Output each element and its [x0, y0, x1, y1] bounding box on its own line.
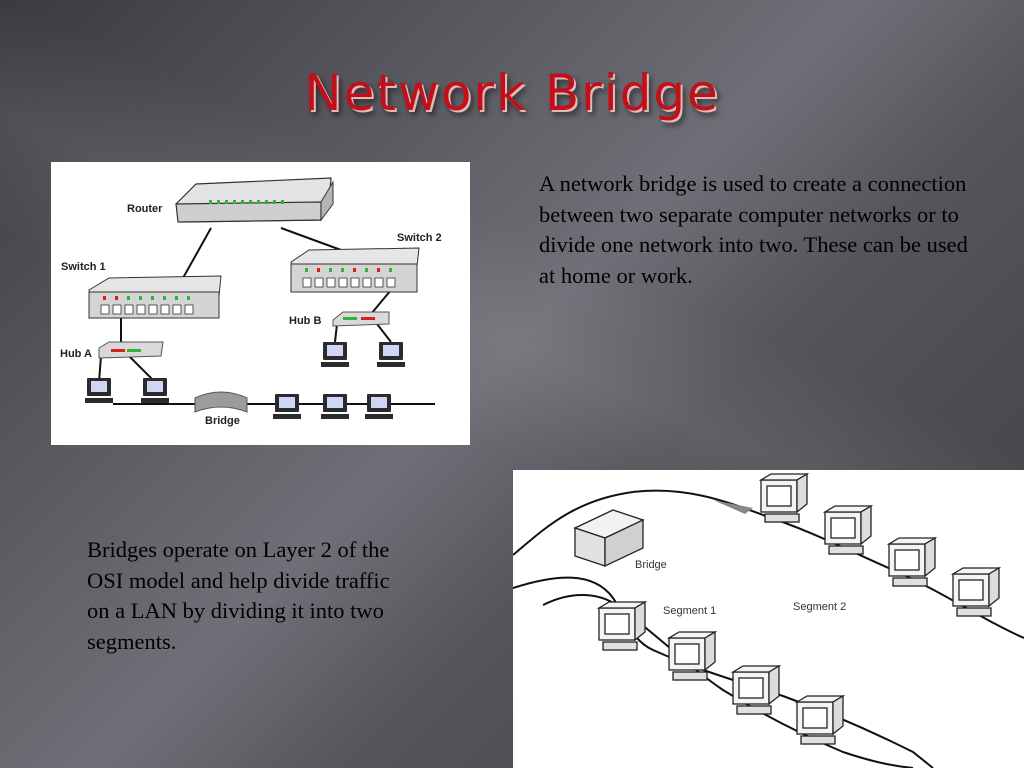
hub-b-device [332, 311, 390, 327]
slide-title: Network Bridge [304, 64, 720, 122]
hub-a-label: Hub A [60, 348, 92, 360]
bridge-box [573, 509, 645, 568]
bridge-label: Bridge [205, 415, 240, 427]
computer-icons [85, 342, 405, 419]
hub-a-device [98, 341, 164, 359]
bridge-caption: Bridge [635, 559, 667, 571]
bridge-device [194, 391, 248, 413]
segment-1-label: Segment 1 [663, 605, 716, 617]
switch-2-label: Switch 2 [397, 232, 442, 244]
switch-2-device [290, 247, 420, 293]
segment-diagram-svg: Bridge Segment 1 Segment 2 [513, 472, 1024, 768]
workstation-icons [596, 472, 1002, 745]
hub-b-label: Hub B [289, 315, 321, 327]
router-device [175, 177, 334, 223]
router-label: Router [127, 203, 163, 215]
osi-paragraph: Bridges operate on Layer 2 of the OSI mo… [87, 537, 390, 654]
switch-1-label: Switch 1 [61, 261, 106, 273]
intro-paragraph: A network bridge is used to create a con… [539, 171, 968, 288]
switch-1-device [88, 275, 222, 319]
network-topology-diagram: Router Switch 1 Switch 2 Hub A [51, 162, 470, 445]
segment-2-label: Segment 2 [793, 601, 846, 613]
network-topology-svg: Router Switch 1 Switch 2 Hub A [60, 177, 442, 427]
cable-arrow [713, 500, 753, 514]
segment-diagram: Bridge Segment 1 Segment 2 [513, 470, 1024, 768]
